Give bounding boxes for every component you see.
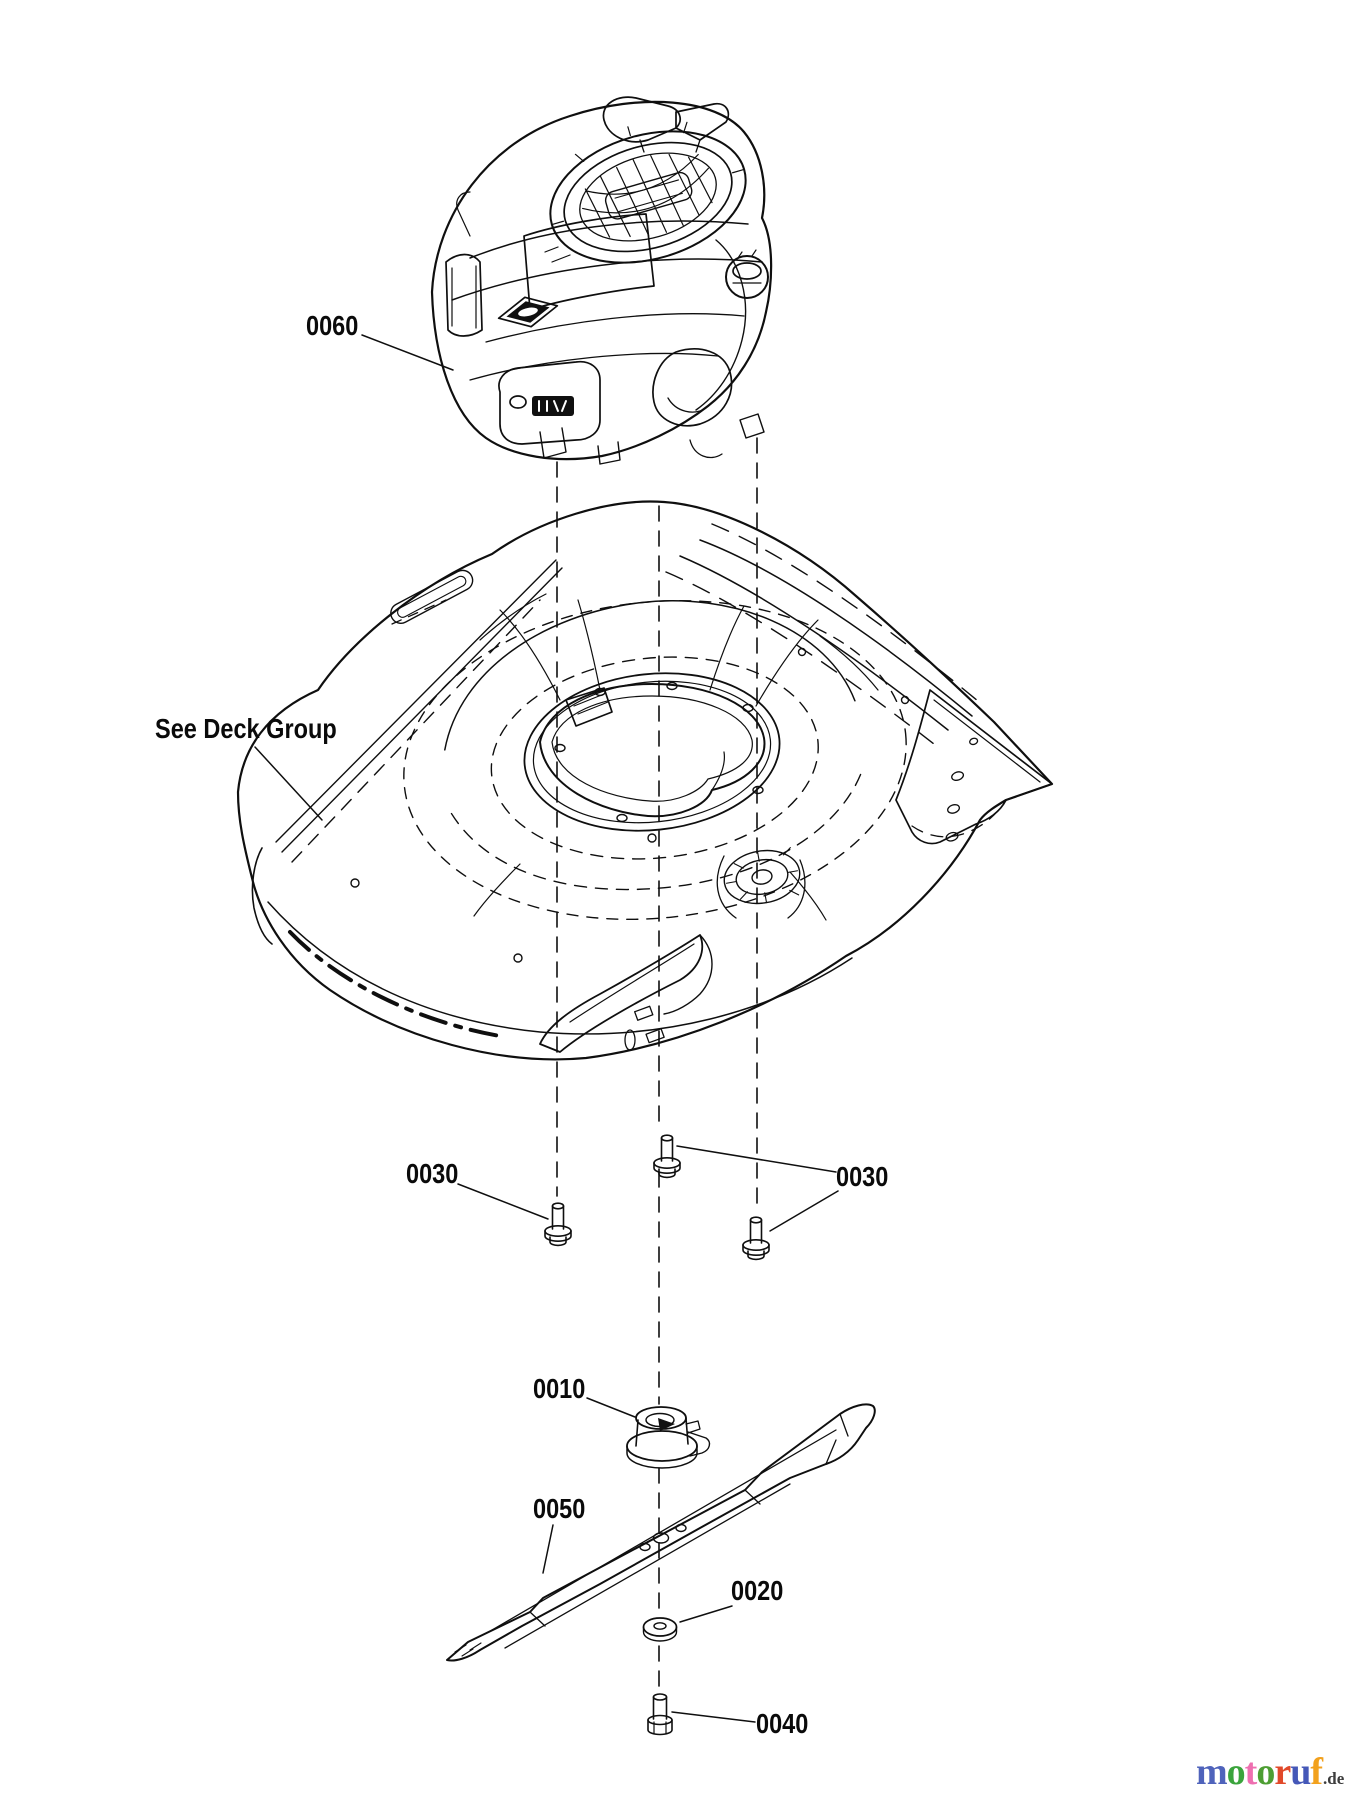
- blade-drawing: [446, 1403, 876, 1662]
- engine-drawing: [430, 96, 773, 465]
- blade-bolt-callout-label: 0040: [756, 1708, 809, 1739]
- blade-callout-label: 0050: [533, 1493, 586, 1524]
- mounting-bolt-right-drawing: [742, 1216, 770, 1261]
- mounting-bolt-middle-drawing: [653, 1134, 681, 1179]
- motoruf-logo: motoruf .de: [1196, 1750, 1344, 1794]
- blade-adapter-callout-label: 0010: [533, 1373, 586, 1404]
- blade-adapter-drawing: [626, 1406, 711, 1469]
- logo-suffix: .de: [1322, 1769, 1345, 1788]
- mounting-bolt-left-callout-label: 0030: [406, 1158, 459, 1189]
- assembly-axis-lines: [556, 437, 758, 1693]
- callout-leader-lines: [254, 334, 839, 1723]
- washer-drawing: [642, 1617, 678, 1642]
- logo-letters: motoruf: [1196, 1751, 1323, 1793]
- mounting-bolt-left-drawing: [544, 1202, 572, 1247]
- mounting-bolt-right-callout-label: 0030: [836, 1161, 889, 1192]
- blade-bolt-drawing: [647, 1693, 673, 1736]
- deck-group-callout-label: See Deck Group: [155, 713, 337, 744]
- engine-callout-label: 0060: [306, 310, 359, 341]
- washer-callout-label: 0020: [731, 1575, 784, 1606]
- deck-drawing: [236, 500, 1054, 1061]
